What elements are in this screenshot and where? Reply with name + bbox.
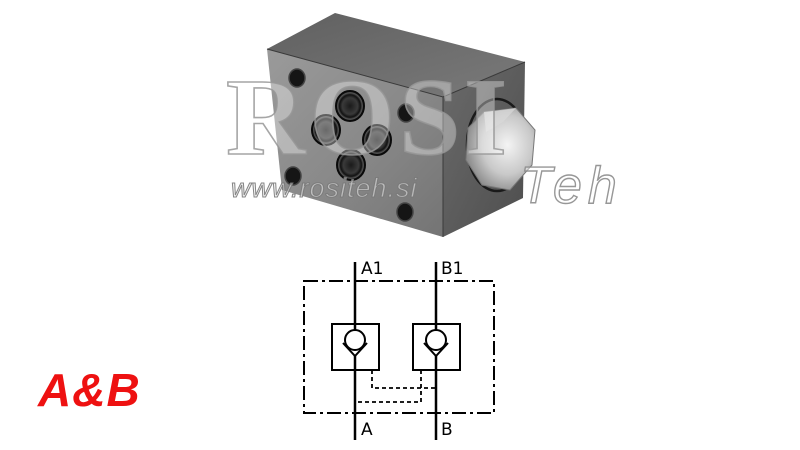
watermark-brand: ROSI	[225, 56, 511, 178]
mounting-hole	[396, 202, 414, 222]
oil-port	[362, 124, 392, 156]
block-front-face	[267, 49, 443, 237]
oil-port	[336, 149, 366, 181]
check-valve-right	[412, 323, 461, 371]
block-top-face	[267, 13, 525, 97]
oil-port	[311, 114, 341, 146]
mounting-hole	[397, 103, 415, 123]
port-label-b: B	[441, 420, 453, 440]
port-label-a1: A1	[361, 259, 383, 279]
check-valve-left	[331, 323, 380, 371]
port-label-b1: B1	[441, 259, 463, 279]
watermark-brand-suffix: Teh	[519, 157, 623, 215]
pilot-line-left-to-b	[371, 370, 436, 389]
pilot-line-right-to-a	[355, 370, 422, 403]
enclosure-boundary	[303, 280, 495, 414]
mounting-hole	[284, 166, 302, 186]
variant-label: A&B	[38, 364, 141, 416]
mounting-hole	[288, 68, 306, 88]
watermark-url: www.rositeh.si	[231, 173, 418, 203]
valve-block	[266, 13, 536, 237]
hex-plug	[465, 97, 536, 193]
oil-port	[335, 90, 365, 122]
port-label-a: A	[361, 420, 373, 440]
